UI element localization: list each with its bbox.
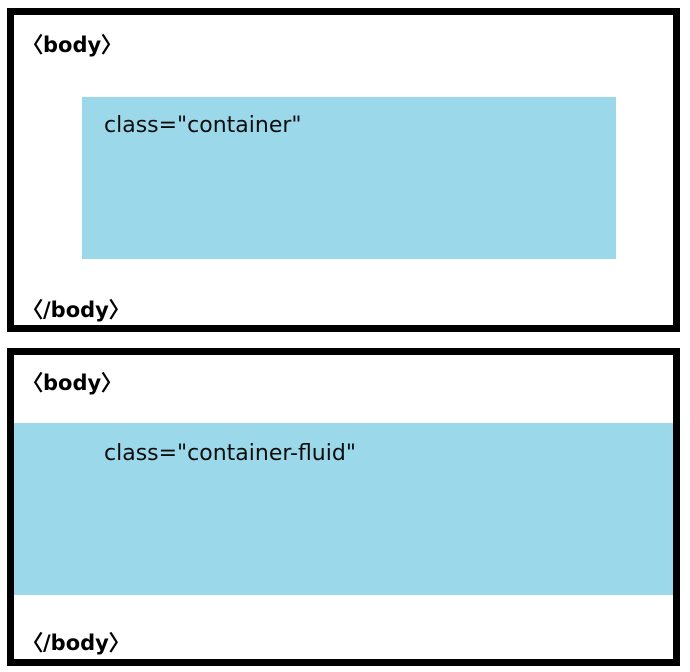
body-open-tag-container: 〈body〉 <box>22 33 123 57</box>
body-close-tag-container-fluid: 〈/body〉 <box>22 631 130 655</box>
container-fluid-box: class="container-fluid" <box>14 423 673 595</box>
container-class-label: class="container" <box>104 113 302 138</box>
container-box: class="container" <box>82 97 616 259</box>
body-close-tag-container: 〈/body〉 <box>22 298 130 322</box>
container-fluid-class-label: class="container-fluid" <box>104 441 356 466</box>
body-panel-container: 〈body〉 class="container" 〈/body〉 <box>7 8 680 332</box>
body-open-tag-container-fluid: 〈body〉 <box>22 371 123 395</box>
body-panel-container-fluid: 〈body〉 class="container-fluid" 〈/body〉 <box>7 348 680 666</box>
